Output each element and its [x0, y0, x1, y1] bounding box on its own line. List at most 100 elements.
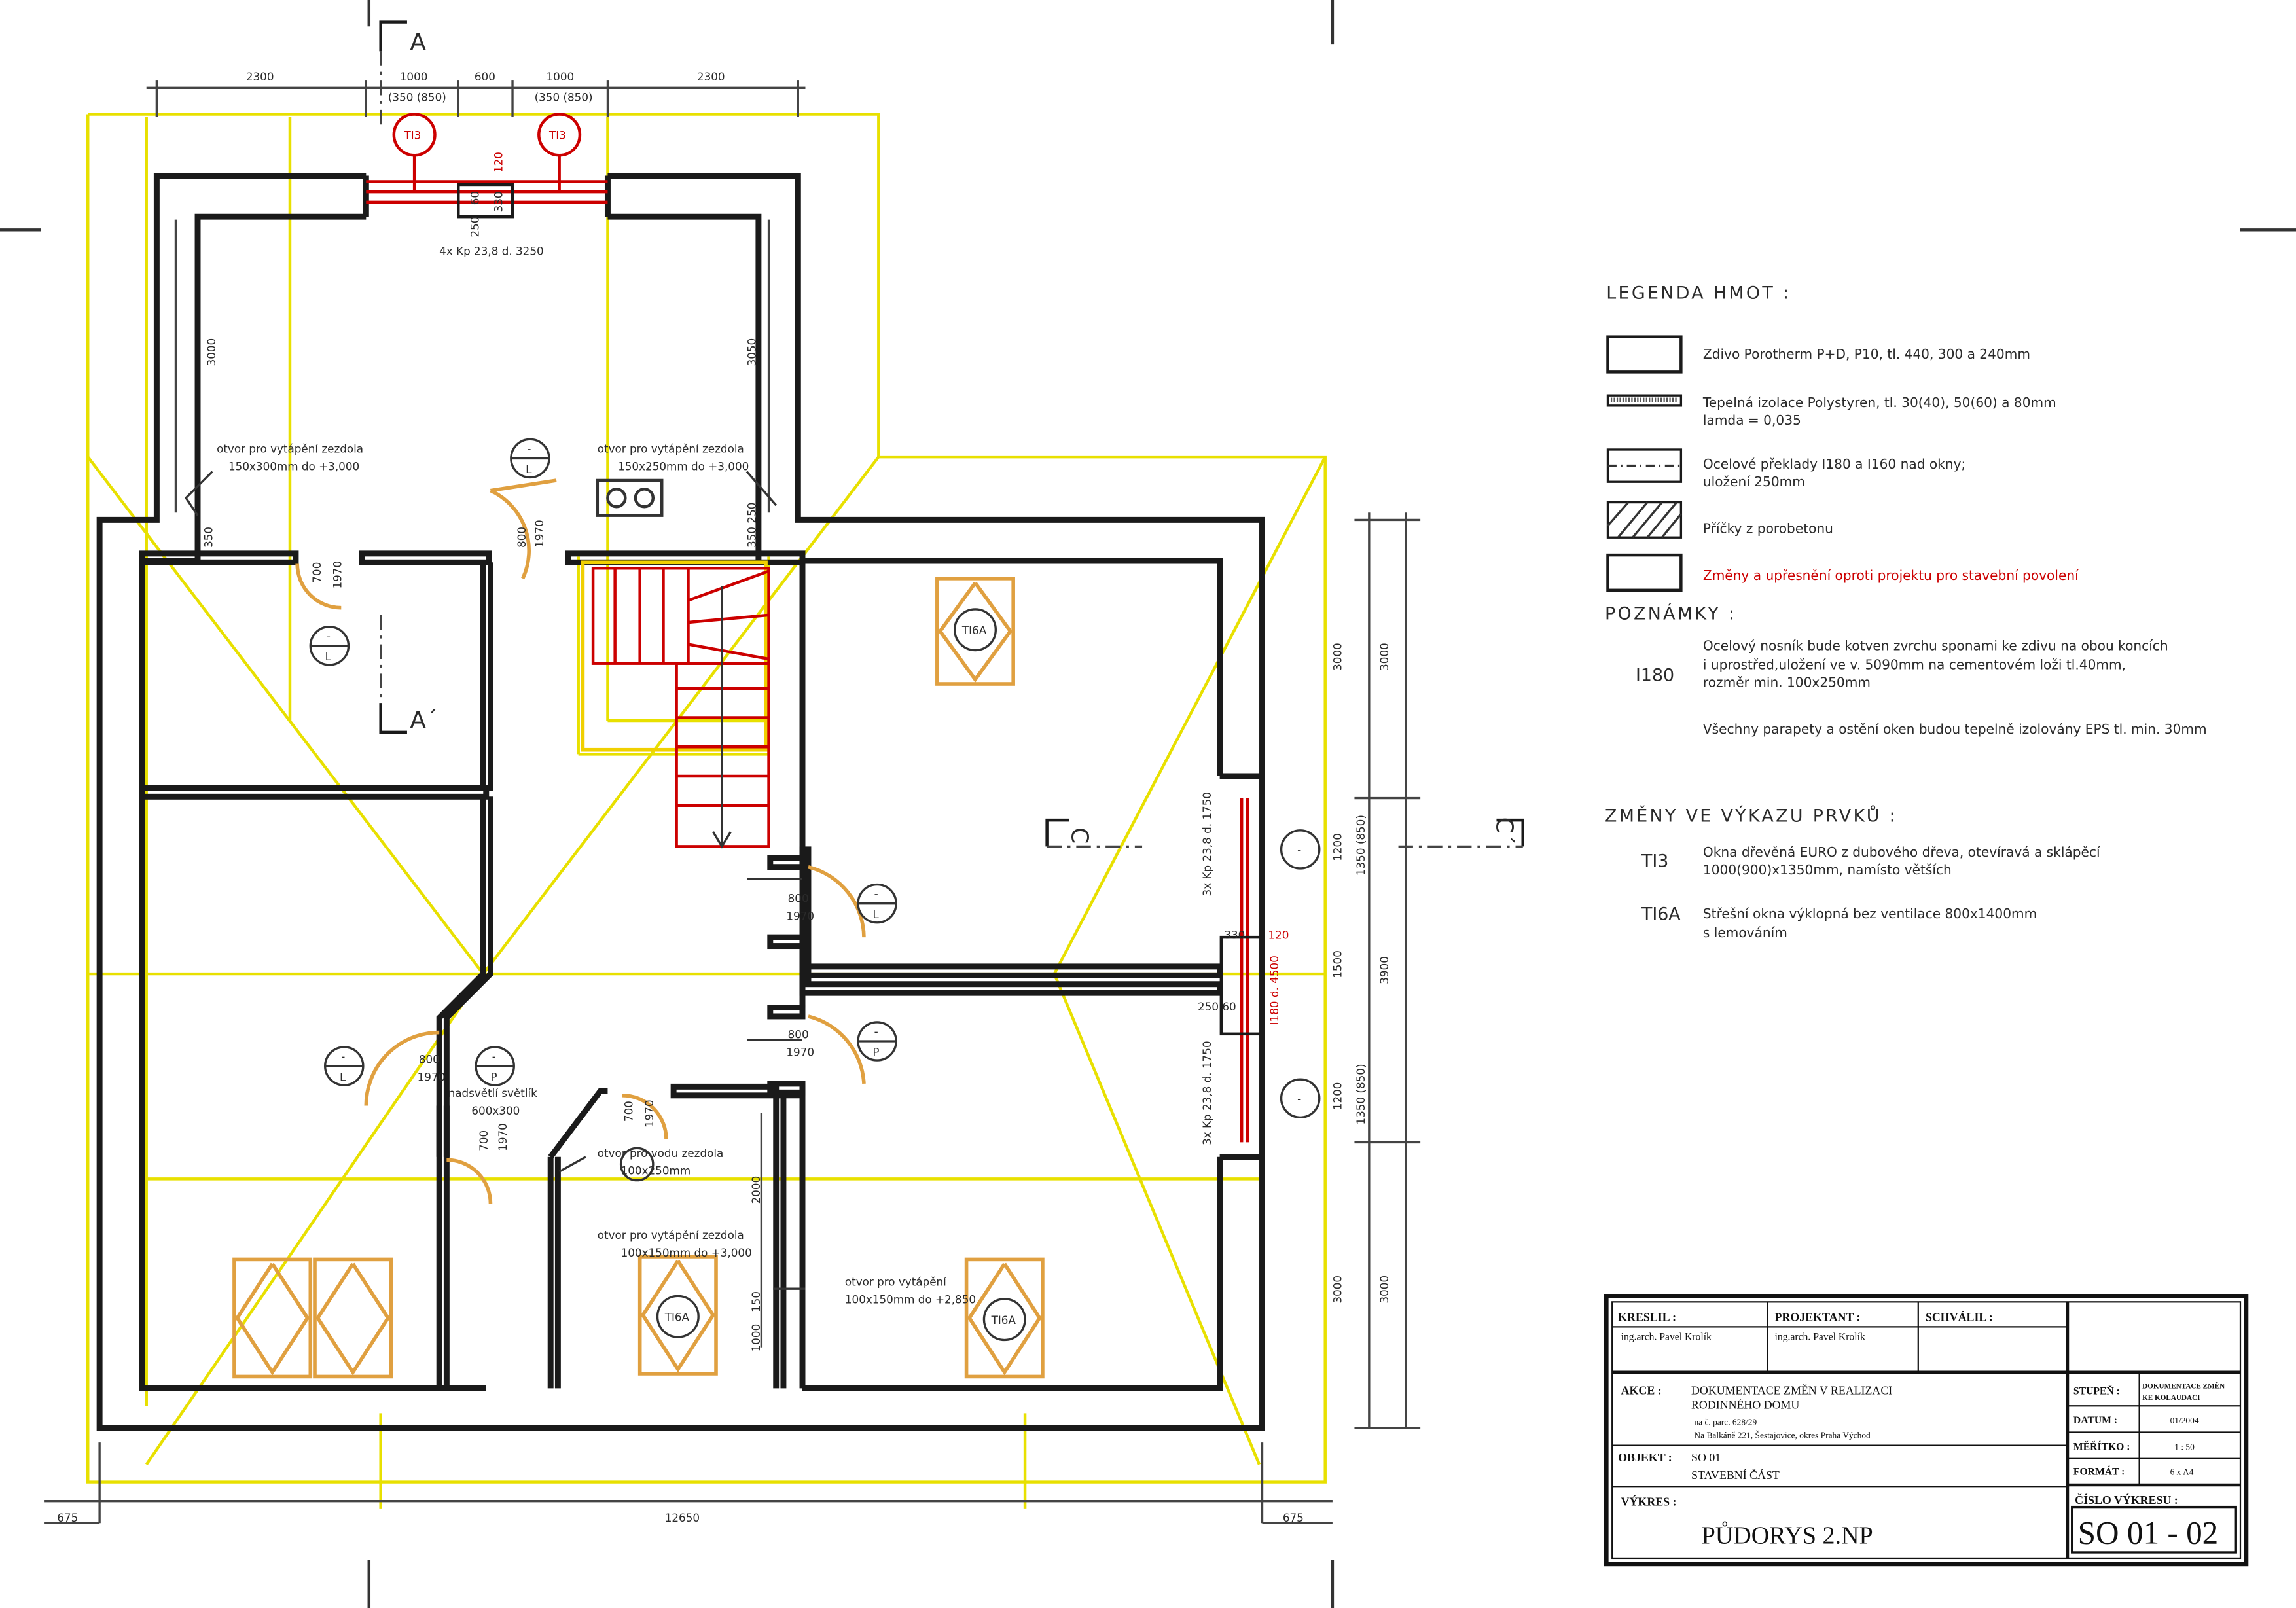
dim-bottom-left: 675: [57, 1511, 78, 1524]
otvor-vyt3-2: 100x150mm do +2,850: [845, 1293, 976, 1306]
r-1350b: 1350 (850): [1354, 1063, 1367, 1124]
changes-c2-line-2: s lemováním: [1703, 925, 1787, 940]
tb-vykres-label: VÝKRES :: [1621, 1494, 1677, 1508]
legend-item-2a: Tepelná izolace Polystyren, tl. 30(40), …: [1702, 395, 2056, 410]
dim-bottom-mid: 12650: [665, 1511, 700, 1524]
notes-code: I180: [1636, 666, 1674, 686]
tag-p-2: P: [490, 1070, 497, 1083]
section-labels: A A´ C C´: [410, 29, 1517, 845]
tb-akce-4: Na Balkáně 221, Šestajovice, okres Praha…: [1694, 1430, 1871, 1440]
changes-code-2: TI6A: [1641, 904, 1681, 924]
tb-stupen-1: DOKUMENTACE ZMĚN: [2142, 1382, 2225, 1390]
dim-250: 250: [469, 216, 482, 237]
legend-title: LEGENDA HMOT :: [1606, 283, 1791, 303]
tb-stupen-2: KE KOLAUDACI: [2142, 1394, 2200, 1402]
door-1970-e: 1970: [418, 1070, 446, 1083]
notes: POZNÁMKY : I180 Ocelový nosník bude kotv…: [1605, 603, 2207, 738]
tb-objekt-2: STAVEBNÍ ČÁST: [1691, 1468, 1780, 1482]
tag-minus-4: -: [874, 1025, 878, 1038]
tb-datum: 01/2004: [2170, 1416, 2199, 1425]
changes-c2-line-1: Střešní okna výklopná bez ventilace 800x…: [1703, 906, 2037, 921]
door-1970-c: 1970: [786, 909, 814, 922]
dim-top-2-sub: (350 (850): [388, 90, 446, 103]
dim-top-5: 2300: [697, 70, 725, 83]
skylight-tag-3: TI6A: [991, 1313, 1016, 1327]
door-800-b: 800: [788, 891, 809, 904]
dim-3050-right: 3050: [745, 338, 758, 366]
top-dimension-texts: 2300 1000 (350 (850) 600 1000 (350 (850)…: [246, 70, 725, 103]
legend: LEGENDA HMOT : Zdivo Porotherm P+D, P10,…: [1606, 283, 2079, 592]
notes-line-1: Ocelový nosník bude kotven zvrchu sponam…: [1703, 638, 2168, 654]
section-a-bottom: A´: [410, 707, 437, 734]
notes-line-3: rozměr min. 100x250mm: [1703, 674, 1871, 690]
dim-top-4-sub: (350 (850): [535, 90, 593, 103]
section-c-right: C´: [1490, 817, 1517, 846]
skylight-tag-1: TI6A: [961, 624, 987, 637]
dim-top-4: 1000: [546, 70, 574, 83]
otvor-right-1: otvor pro vytápění zezdola: [598, 442, 744, 455]
door-700-b: 700: [477, 1130, 490, 1151]
dimension-lines: [44, 80, 1421, 1524]
changes-c1-line-2: 1000(900)x1350mm, namísto větších: [1703, 862, 1952, 878]
doors: [295, 478, 866, 1204]
legend-item-3b: uložení 250mm: [1703, 474, 1805, 490]
tb-cislo: SO 01 - 02: [2078, 1515, 2219, 1551]
changes-code-1: TI3: [1641, 851, 1668, 872]
dim-120: 120: [492, 152, 505, 173]
door-1970-a: 1970: [533, 520, 546, 548]
legend-item-3a: Ocelové překlady I180 a I160 nad okny;: [1703, 456, 1965, 472]
right-windows-red: [1219, 798, 1264, 1143]
otvor-left-2: 150x300mm do +3,000: [228, 459, 359, 473]
r-3000b: 3000: [1378, 643, 1391, 671]
dim-330-right: 330: [1224, 928, 1245, 941]
tag-minus-7: -: [1297, 844, 1301, 857]
dim-2000: 2000: [749, 1176, 762, 1204]
legend-swatch-changes: [1606, 553, 1683, 592]
top-windows-red: [366, 153, 608, 219]
tag-l-3: L: [872, 908, 879, 921]
tb-akce-label: AKCE :: [1621, 1384, 1662, 1397]
tb-akce-1: DOKUMENTACE ZMĚN V REALIZACI: [1691, 1383, 1892, 1397]
tb-format: 6 x A4: [2170, 1467, 2194, 1476]
r-1200b: 1200: [1331, 1082, 1344, 1111]
room-tags: [309, 113, 1321, 1342]
otvor-vyt-2: 100x150mm do +3,000: [621, 1246, 752, 1259]
annotation-leaders: [184, 471, 806, 1290]
interior-partitions: [139, 550, 1223, 1389]
legend-swatch-partitions: [1606, 501, 1683, 539]
title-block: KRESLIL : ing.arch. Pavel Krolík PROJEKT…: [1604, 1294, 2249, 1567]
tb-kreslil: ing.arch. Pavel Krolík: [1621, 1331, 1712, 1342]
door-700-c: 700: [622, 1101, 635, 1122]
skylight-tag-2: TI6A: [664, 1310, 690, 1323]
dim-3000-left: 3000: [205, 338, 218, 366]
kp-mid-2: 3x Kp 23,8 d. 1750: [1200, 1041, 1213, 1145]
tb-vykres: PŮDORYS 2.NP: [1702, 1521, 1873, 1550]
bottom-dimension-texts: 675 12650 675: [57, 1511, 1304, 1524]
r-1200a: 1200: [1331, 833, 1344, 861]
tb-projektant-label: PROJEKTANT :: [1775, 1310, 1861, 1323]
door-800-a: 800: [515, 527, 528, 548]
door-700-a: 700: [310, 562, 323, 583]
r-3000c: 3000: [1331, 1276, 1344, 1304]
svetlik-2: 600x300: [471, 1104, 520, 1117]
tb-format-label: FORMÁT :: [2073, 1465, 2125, 1477]
skylights: [232, 577, 1045, 1379]
changes-title: ZMĚNY VE VÝKAZU PRVKŮ :: [1605, 805, 1897, 826]
notes-line-4: Všechny parapety a ostění oken budou tep…: [1703, 721, 2207, 737]
window-tags: TI3 TI3 TI6A TI6A TI6A: [403, 129, 1016, 1327]
kp-top-label: 4x Kp 23,8 d. 3250: [439, 244, 543, 257]
window-tag-ti13-right: TI3: [548, 129, 566, 142]
legend-item-4: Příčky z porobetonu: [1703, 521, 1833, 537]
tb-meritko-label: MĚŘÍTKO :: [2073, 1440, 2130, 1452]
notes-title: POZNÁMKY :: [1605, 603, 1736, 624]
tag-l-1: L: [526, 463, 532, 476]
staircase: [581, 560, 770, 849]
otvor-vyt3-1: otvor pro vytápění: [845, 1276, 947, 1289]
notes-line-2: i uprostřed,uložení ve v. 5090mm na ceme…: [1703, 657, 2126, 673]
tag-minus-5: -: [341, 1050, 345, 1063]
door-1970-g: 1970: [643, 1099, 656, 1128]
dim-120-right: 120: [1268, 928, 1289, 941]
r-3000a: 3000: [1331, 643, 1344, 671]
tag-minus-1: -: [527, 442, 531, 455]
tb-objekt-label: OBJEKT :: [1618, 1451, 1672, 1464]
